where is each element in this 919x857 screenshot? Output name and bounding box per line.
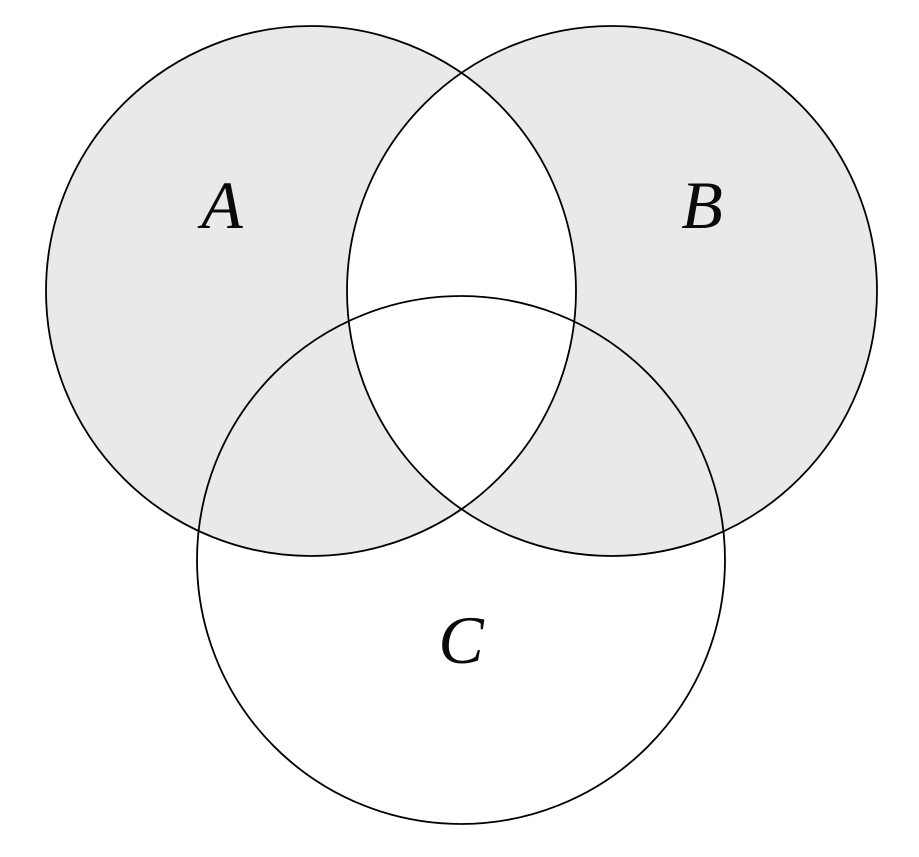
circle-a-outline	[45, 25, 577, 557]
circle-c-outline	[196, 295, 726, 825]
label-set-b: B	[681, 167, 723, 243]
label-set-a: A	[197, 167, 243, 243]
shaded-region-a-xor-b	[46, 26, 877, 556]
circle-b-outline	[346, 25, 878, 557]
label-set-c: C	[438, 602, 484, 678]
